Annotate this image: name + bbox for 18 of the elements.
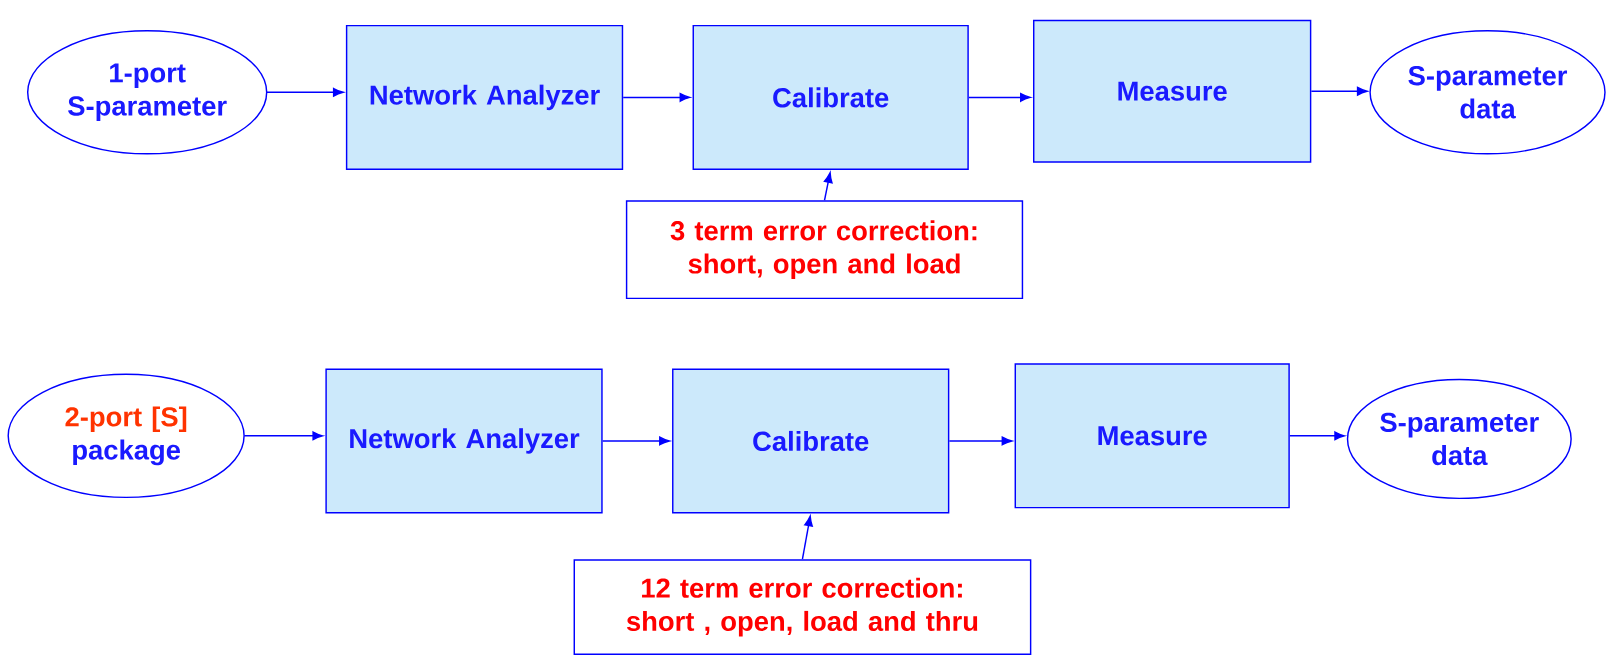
arrow <box>601 436 670 446</box>
arrow <box>948 436 1013 446</box>
arrow <box>801 515 813 560</box>
arrow <box>622 92 691 102</box>
process-box: Calibrate <box>692 24 969 170</box>
arrow <box>968 92 1031 102</box>
arrow <box>1310 86 1368 96</box>
arrow <box>823 171 833 201</box>
process-box: Calibrate <box>672 368 950 514</box>
process-box: Measure <box>1014 363 1290 509</box>
process-box: Network Analyzer <box>345 24 624 170</box>
arrow <box>266 87 344 97</box>
note-box: 3 term error correction: short, open and load <box>625 200 1024 299</box>
arrow <box>243 431 324 441</box>
arrow <box>1289 431 1346 441</box>
process-box: Measure <box>1033 19 1312 163</box>
process-box: Network Analyzer <box>325 368 603 514</box>
note-box: 12 term error correction: short , open, load and thru <box>573 559 1032 655</box>
